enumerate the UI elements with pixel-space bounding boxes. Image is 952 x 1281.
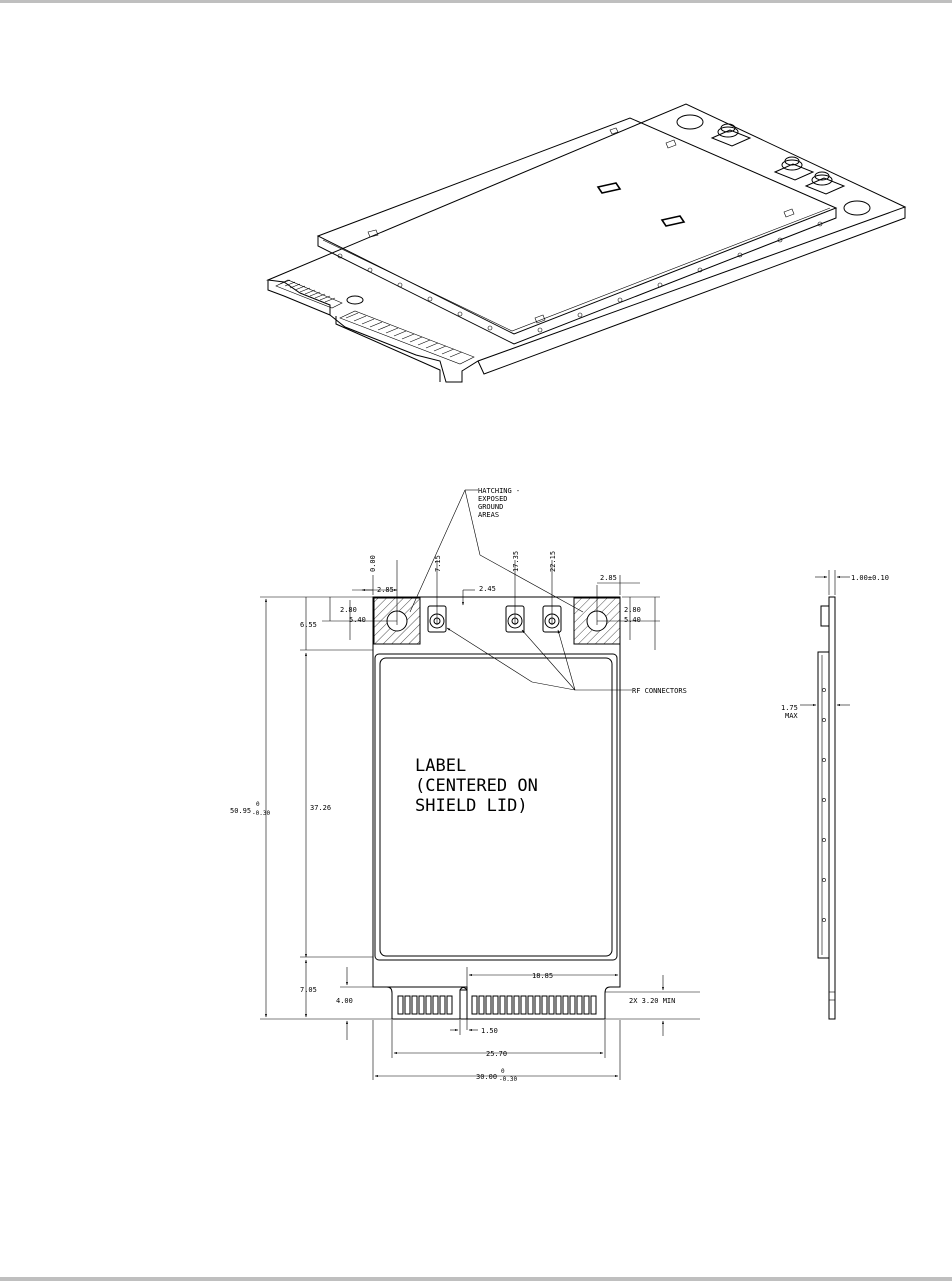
iso-notch	[347, 296, 363, 304]
side-shield	[818, 652, 829, 958]
dim-left-5-40: 5.40	[349, 616, 366, 624]
dim-overall-height: 50.95	[230, 807, 251, 815]
dim-4-00: 4.00	[336, 997, 353, 1005]
iso-mount-hole-1	[677, 115, 703, 129]
iso-edge-fingers-left	[276, 280, 342, 308]
dim-right-5-40: 5.40	[624, 616, 641, 624]
dim-overall-width: 30.00	[476, 1073, 497, 1081]
dim-25-70: 25.70	[486, 1050, 507, 1058]
top-view: LABEL (CENTERED ON SHIELD LID)	[230, 487, 700, 1083]
label-line-3: SHIELD LID)	[415, 796, 528, 816]
isometric-module-view	[268, 104, 905, 382]
dim-max-height: 1.75	[781, 704, 798, 712]
callout-hatching-1: HATCHING -	[478, 487, 520, 495]
dim-right-2-80: 2.80	[624, 606, 641, 614]
dim-thickness: 1.00±0.10	[851, 574, 889, 582]
callout-hatching-2: EXPOSED	[478, 495, 508, 503]
label-line-1: LABEL	[415, 756, 466, 776]
iso-mount-hole-2	[844, 201, 870, 215]
iso-rf-connector-2	[775, 157, 813, 180]
side-shield-bumps	[822, 688, 825, 921]
callout-hatching-4: AREAS	[478, 511, 499, 519]
dim-left-2-85: 2.85	[377, 586, 394, 594]
key-notch	[460, 988, 467, 1020]
dim-2-45: 2.45	[479, 585, 496, 593]
dim-pos-7-15: 7.15	[434, 555, 442, 572]
dim-pos-17-35: 17.35	[512, 551, 520, 572]
side-rf-connector	[821, 606, 829, 626]
iso-slot-2	[662, 216, 684, 226]
dim-7-05: 7.05	[300, 986, 317, 994]
iso-edge-fingers-right	[340, 311, 474, 364]
edge-fingers-left	[398, 996, 452, 1014]
edge-fingers-right	[472, 996, 596, 1014]
dim-18-85: 18.85	[532, 972, 553, 980]
dim-37-26: 37.26	[310, 804, 331, 812]
side-view: 1.00±0.10 1.75 MAX	[781, 570, 889, 1019]
dim-overall-height-tol-lower: -0.30	[252, 810, 270, 817]
dim-overall-width-tol-upper: 0	[501, 1068, 505, 1075]
callout-rf-connectors: RF CONNECTORS	[632, 687, 687, 695]
dim-6-55: 6.55	[300, 621, 317, 629]
dim-right-2-85: 2.85	[600, 574, 617, 582]
callout-hatching-3: GROUND	[478, 503, 503, 511]
dim-pos-22-15: 22.15	[549, 551, 557, 572]
dim-left-2-80: 2.80	[340, 606, 357, 614]
iso-slot-1	[598, 183, 620, 193]
iso-pcb-outline	[268, 104, 905, 382]
dim-1-50: 1.50	[481, 1027, 498, 1035]
side-pcb	[829, 597, 835, 1019]
dim-overall-width-tol-lower: -0.30	[499, 1076, 517, 1083]
dim-pos-0: 0.00	[369, 555, 377, 572]
dim-overall-height-tol-upper: 0	[256, 801, 260, 808]
iso-rf-connector-1	[712, 124, 750, 146]
iso-shield-side-details	[338, 222, 822, 332]
dim-max-word: MAX	[785, 712, 798, 720]
label-line-2: (CENTERED ON	[415, 776, 538, 796]
dim-notch-note: 2X 3.20 MIN	[629, 997, 675, 1005]
